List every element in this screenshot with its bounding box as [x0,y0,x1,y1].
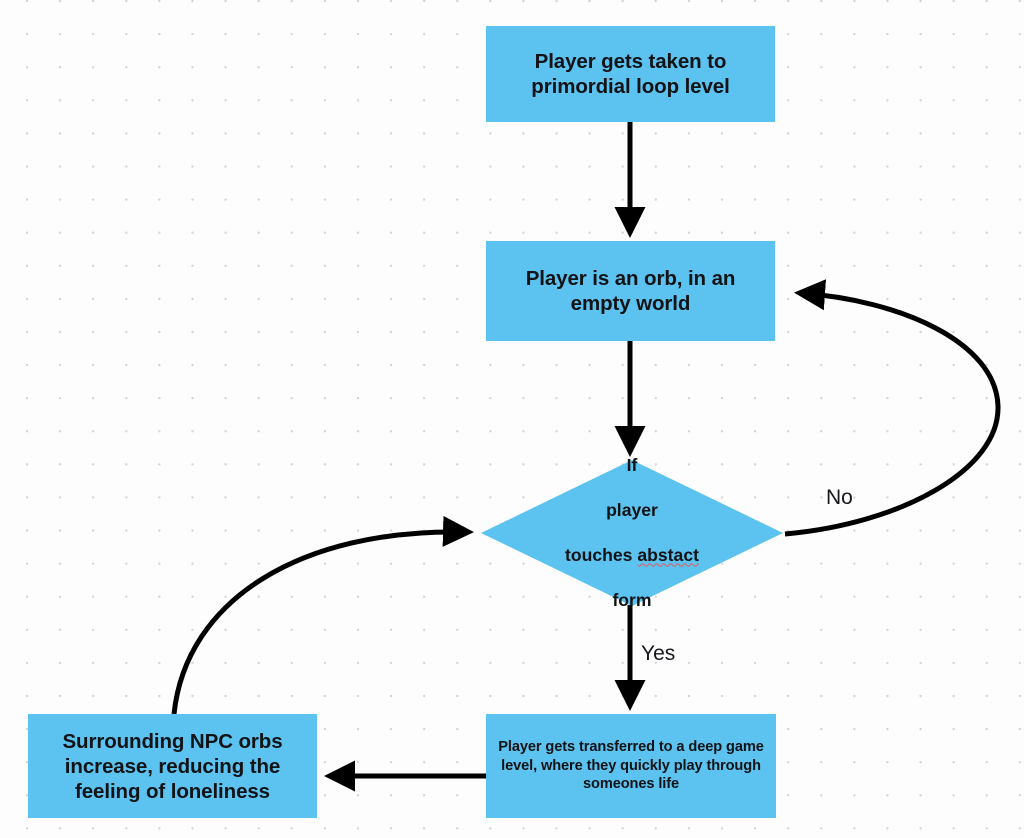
decision-line-3: touches abstact [565,544,699,567]
edge-npc-orbs-to-decision [171,515,474,715]
decision-misspelled-word: abstact [637,545,699,566]
node-start-label: Player gets taken to primordial loop lev… [531,50,730,98]
node-npc-orbs[interactable]: Surrounding NPC orbs increase, reducing … [28,714,317,818]
node-decision[interactable]: If player touches abstact form [481,455,783,610]
edge-label-yes: Yes [641,642,676,665]
decision-line-4: form [612,590,652,611]
node-deep-level[interactable]: Player gets transferred to a deep game l… [486,714,776,818]
node-start[interactable]: Player gets taken to primordial loop lev… [486,26,775,122]
diamond-shape [481,460,783,606]
node-deep-level-label: Player gets transferred to a deep game l… [498,738,764,793]
decision-line-2: player [606,500,658,521]
node-orb-label: Player is an orb, in an empty world [525,267,736,315]
node-decision-label: If player touches abstact form [481,455,783,610]
node-npc-orbs-label: Surrounding NPC orbs increase, reducing … [62,729,283,803]
edge-label-no: No [826,486,853,509]
decision-line-1: If [626,455,638,476]
node-orb[interactable]: Player is an orb, in an empty world [486,241,775,341]
decision-line-3-prefix: touches [565,545,638,566]
edge-decision-to-orb-no [784,279,1001,537]
